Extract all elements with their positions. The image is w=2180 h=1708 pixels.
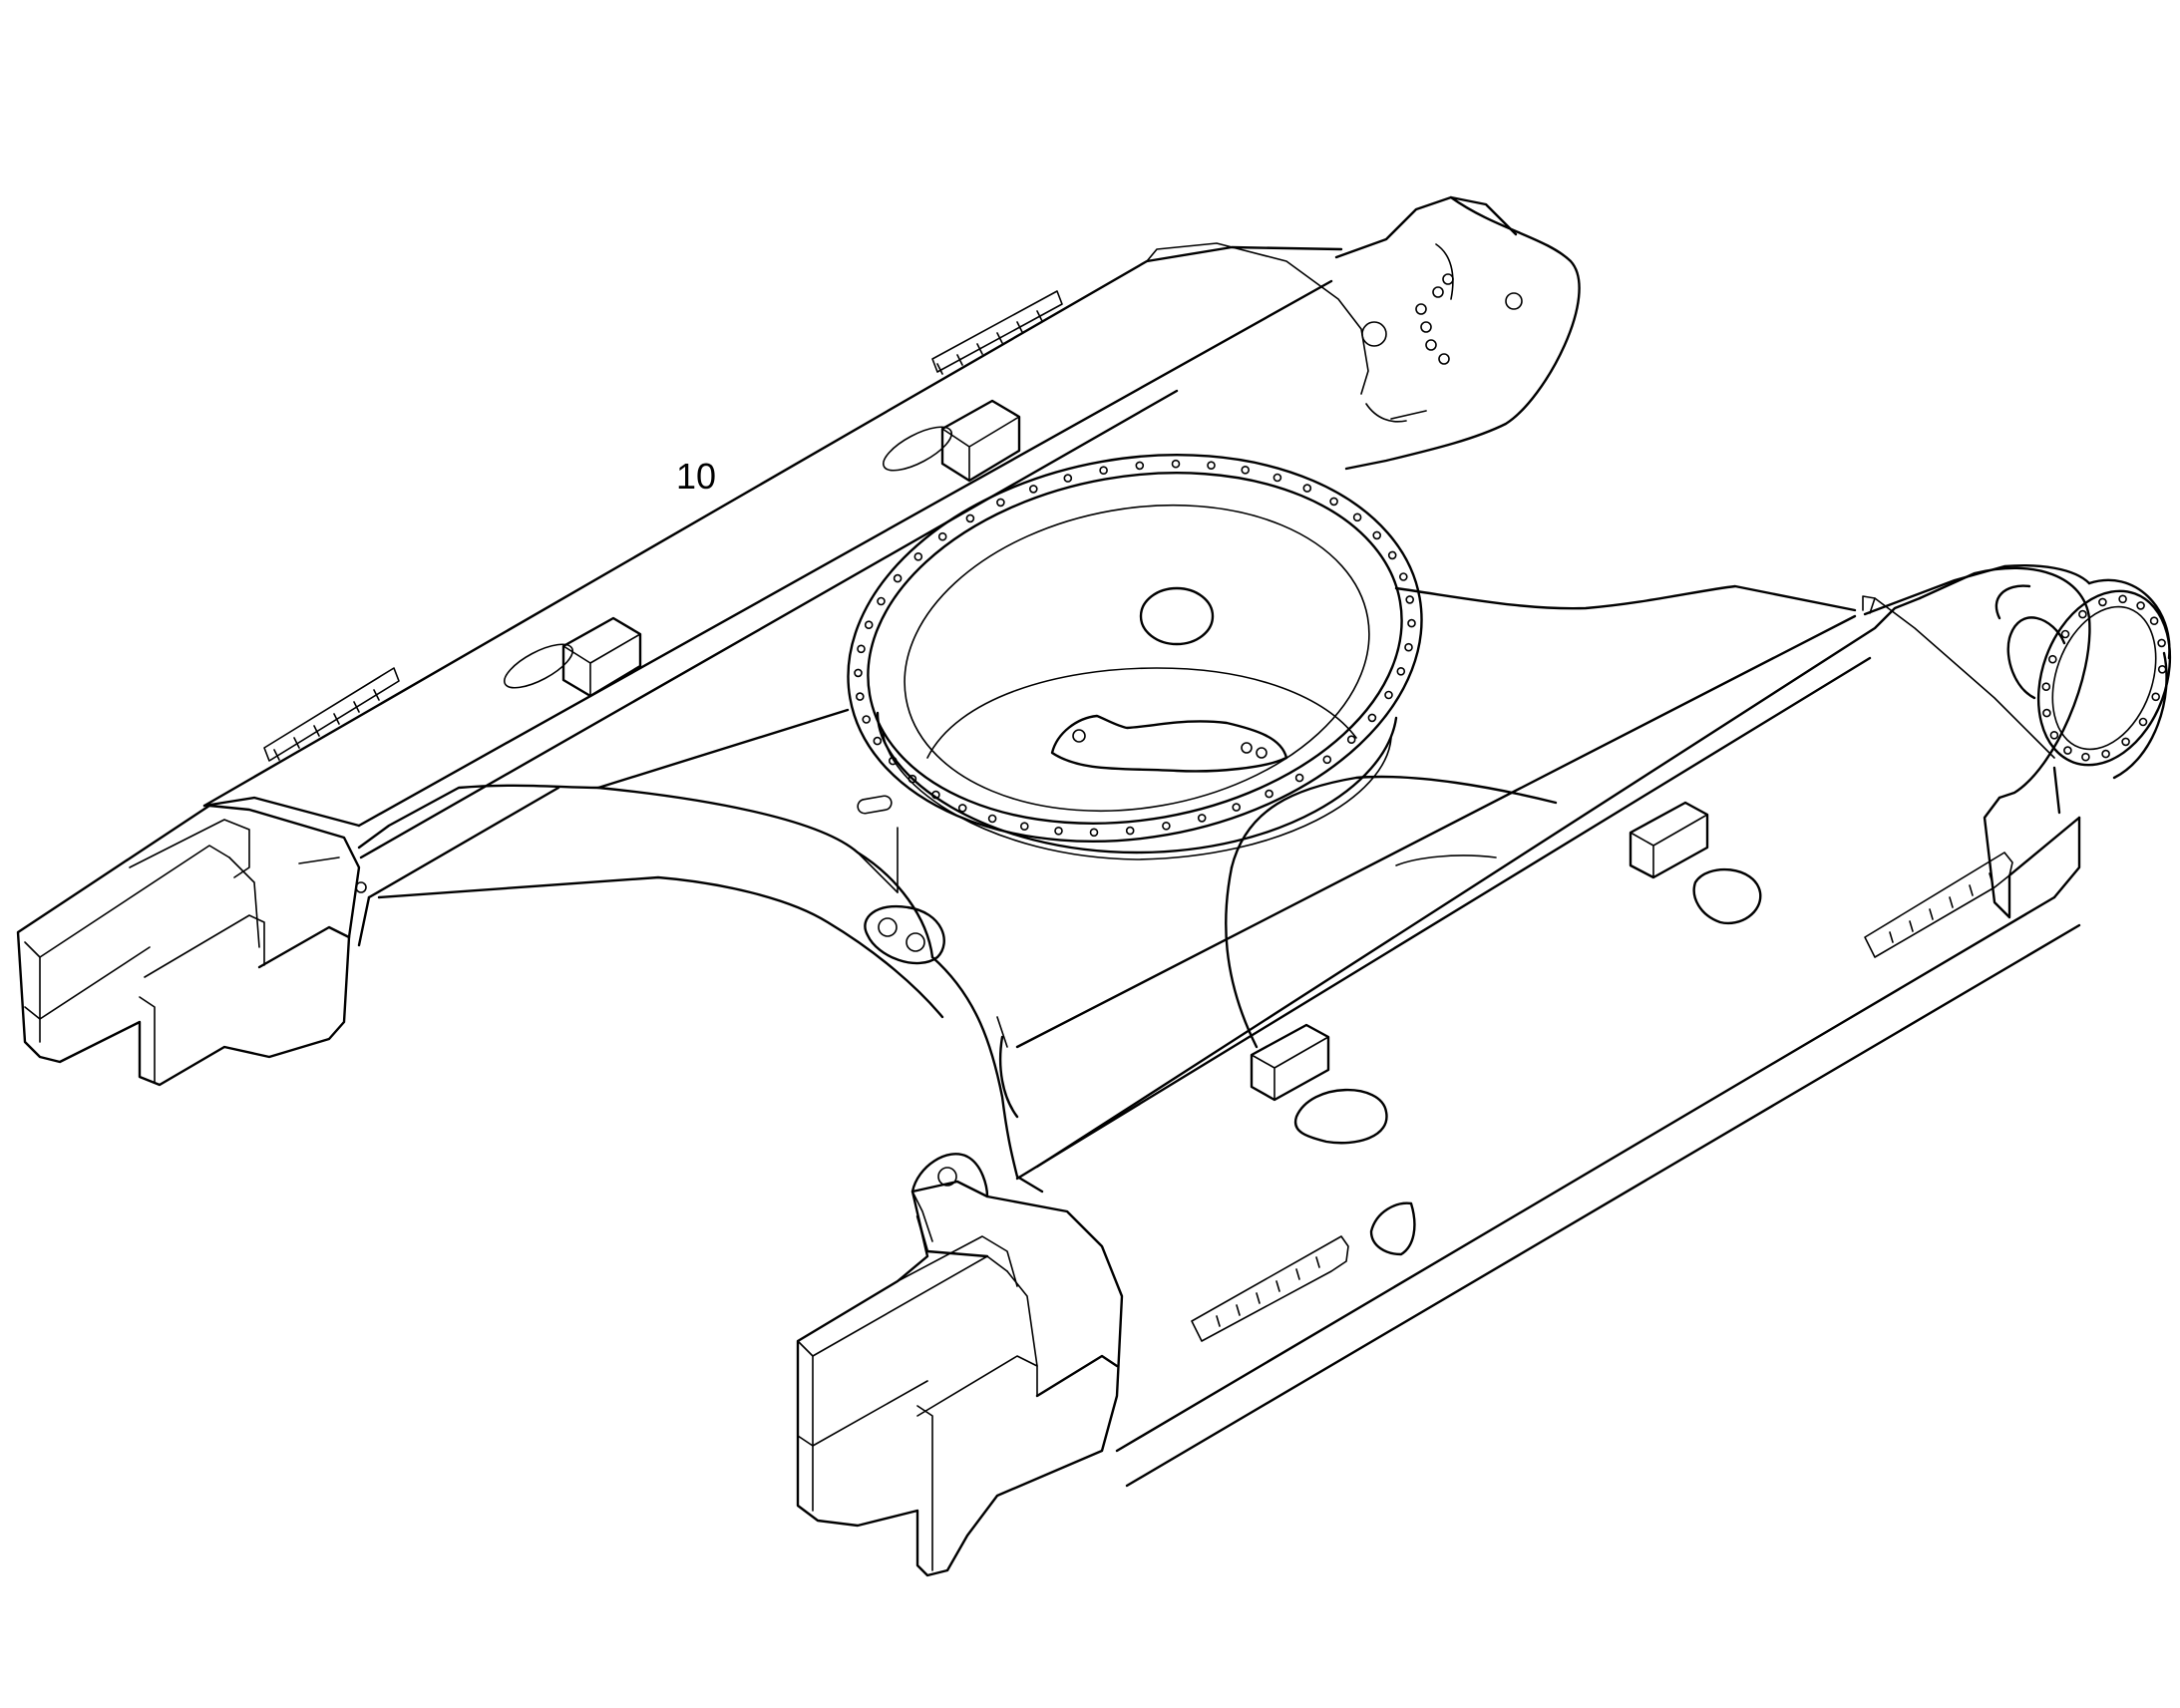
bolt-hole bbox=[1322, 755, 1332, 765]
bolt-hole bbox=[888, 756, 898, 766]
center-crossmember bbox=[357, 584, 1857, 1194]
bolt-hole bbox=[1099, 466, 1108, 476]
bolt-hole bbox=[987, 814, 997, 824]
callout-label-10: 10 bbox=[676, 456, 716, 497]
bolt-hole bbox=[1207, 461, 1216, 471]
bolt-hole bbox=[1054, 826, 1063, 836]
idler-bolt-hole bbox=[2042, 708, 2051, 718]
bolt-hole bbox=[1372, 530, 1381, 540]
bearing-bolt-holes bbox=[854, 459, 1416, 838]
bolt-hole bbox=[873, 736, 883, 746]
right-rear-idler-bolt-pattern bbox=[2041, 594, 2167, 762]
idler-bolt-hole bbox=[2151, 692, 2160, 702]
idler-bolt-hole bbox=[2098, 597, 2107, 607]
right-track-frame bbox=[796, 563, 2172, 1577]
idler-bolt-hole bbox=[2060, 629, 2070, 639]
left-frame-spring-plate-lower bbox=[263, 667, 400, 762]
left-frame-mount-box-2 bbox=[561, 616, 642, 698]
bolt-hole bbox=[931, 790, 940, 800]
right-frame-mount-box-1 bbox=[1629, 801, 1709, 879]
bolt-hole bbox=[857, 644, 866, 654]
bolt-hole bbox=[1404, 642, 1413, 652]
left-rear-idler-bolt-pattern bbox=[1415, 273, 1454, 365]
bolt-hole bbox=[1232, 803, 1241, 812]
idler-bolt-hole bbox=[2157, 664, 2167, 674]
right-frame-spring-plate-2 bbox=[1191, 1235, 1349, 1342]
bolt-hole bbox=[1387, 550, 1397, 560]
right-frame-spring-plate-1 bbox=[1864, 852, 2013, 958]
bolt-hole bbox=[862, 715, 872, 724]
bolt-hole bbox=[1265, 789, 1273, 799]
idler-bolt-hole bbox=[2101, 749, 2110, 759]
bolt-hole bbox=[1396, 666, 1406, 676]
left-frame-mount-box-1 bbox=[940, 399, 1021, 483]
bolt-hole bbox=[937, 531, 947, 541]
left-front-fork bbox=[16, 804, 367, 1087]
bolt-hole bbox=[1197, 814, 1207, 823]
idler-bolt-hole bbox=[2121, 737, 2130, 747]
idler-bolt-hole bbox=[2136, 601, 2145, 610]
bolt-hole bbox=[854, 668, 863, 678]
bolt-hole bbox=[1135, 461, 1145, 471]
bolt-hole bbox=[1063, 474, 1073, 483]
idler-bolt-hole bbox=[2118, 594, 2127, 604]
bolt-hole bbox=[1329, 497, 1338, 507]
bolt-hole bbox=[1089, 828, 1099, 838]
idler-bolt-hole bbox=[2078, 609, 2087, 619]
bolt-hole bbox=[893, 573, 903, 583]
idler-bolt-hole bbox=[2048, 654, 2057, 664]
idler-bolt-hole bbox=[2041, 682, 2051, 692]
bolt-hole bbox=[908, 774, 917, 784]
bolt-hole bbox=[855, 692, 865, 701]
bolt-hole bbox=[965, 513, 975, 523]
swing-bearing-ring bbox=[847, 454, 1423, 860]
bolt-hole bbox=[996, 498, 1005, 508]
bolt-hole bbox=[1125, 826, 1135, 836]
bolt-hole bbox=[864, 620, 874, 630]
bolt-hole bbox=[1384, 690, 1393, 700]
bolt-hole bbox=[1020, 822, 1029, 832]
idler-bolt-hole bbox=[2138, 717, 2148, 727]
idler-bolt-hole bbox=[2149, 616, 2159, 626]
bolt-hole bbox=[1302, 484, 1312, 493]
bearing-inner-plate bbox=[1050, 714, 1288, 773]
bolt-hole bbox=[1241, 465, 1250, 475]
bolt-hole bbox=[1162, 821, 1171, 831]
right-front-fork bbox=[796, 1153, 1124, 1577]
bolt-hole bbox=[877, 596, 886, 606]
idler-bolt-hole bbox=[2049, 730, 2059, 740]
bolt-hole bbox=[1405, 595, 1414, 604]
bolt-hole bbox=[1171, 459, 1181, 469]
bolt-hole bbox=[1029, 485, 1038, 494]
bolt-hole bbox=[1272, 473, 1282, 483]
bolt-hole bbox=[1352, 512, 1362, 522]
bolt-hole bbox=[1367, 713, 1377, 723]
right-frame-mount-box-2 bbox=[1250, 1023, 1330, 1102]
center-lug-plate bbox=[864, 904, 945, 965]
bolt-hole bbox=[1346, 735, 1356, 745]
left-track-frame bbox=[16, 195, 1581, 1087]
left-frame-spring-plate-upper bbox=[931, 290, 1063, 375]
idler-bolt-hole bbox=[2063, 746, 2072, 755]
bolt-hole bbox=[913, 551, 923, 561]
bolt-hole bbox=[957, 804, 967, 813]
idler-bolt-hole bbox=[2157, 638, 2166, 648]
idler-bolt-hole bbox=[2081, 752, 2090, 762]
bolt-hole bbox=[1407, 618, 1416, 628]
bolt-hole bbox=[1294, 773, 1304, 783]
bolt-hole bbox=[1399, 572, 1408, 581]
